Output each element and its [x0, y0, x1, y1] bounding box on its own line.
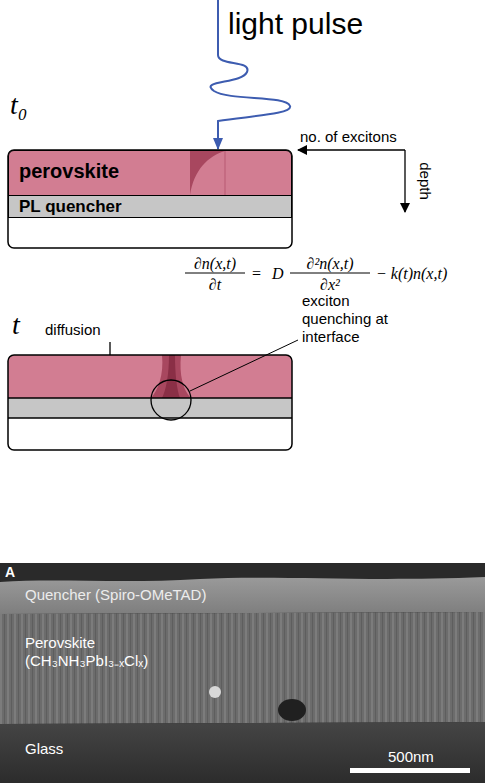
equation-term: ∂x²: [290, 275, 370, 294]
time-label: t₀: [10, 88, 28, 122]
layer-label: PL quencher: [19, 197, 281, 216]
light-pulse-label: light pulse: [228, 6, 363, 42]
panel-letter: A: [5, 564, 15, 581]
perovskite-layer: perovskite: [8, 150, 292, 196]
scale-bar-label: 500nm: [388, 748, 434, 766]
callout-label: exciton quenching at interface: [302, 292, 402, 346]
equation-term: ∂n(x,t): [185, 254, 245, 273]
equation-term: D: [272, 264, 284, 283]
equation-term: =: [252, 264, 261, 283]
layer-name: Quencher (Spiro-OMeTAD): [25, 586, 206, 604]
process-label: diffusion: [45, 321, 101, 339]
time-label: t: [12, 308, 20, 342]
equation-term: ∂t: [185, 275, 245, 294]
layer-name: Glass: [25, 740, 63, 758]
quencher-layer: PL quencher: [8, 195, 292, 218]
axis-label: depth: [416, 156, 434, 206]
axis-label: no. of excitons: [300, 128, 397, 146]
layer-label: perovskite: [19, 160, 281, 182]
equation-term: − k(t)n(x,t): [376, 264, 447, 283]
equation-term: ∂²n(x,t): [290, 254, 370, 273]
layer-name: Perovskite (CH₃NH₃PbI₃₋ₓClₓ): [25, 634, 195, 670]
